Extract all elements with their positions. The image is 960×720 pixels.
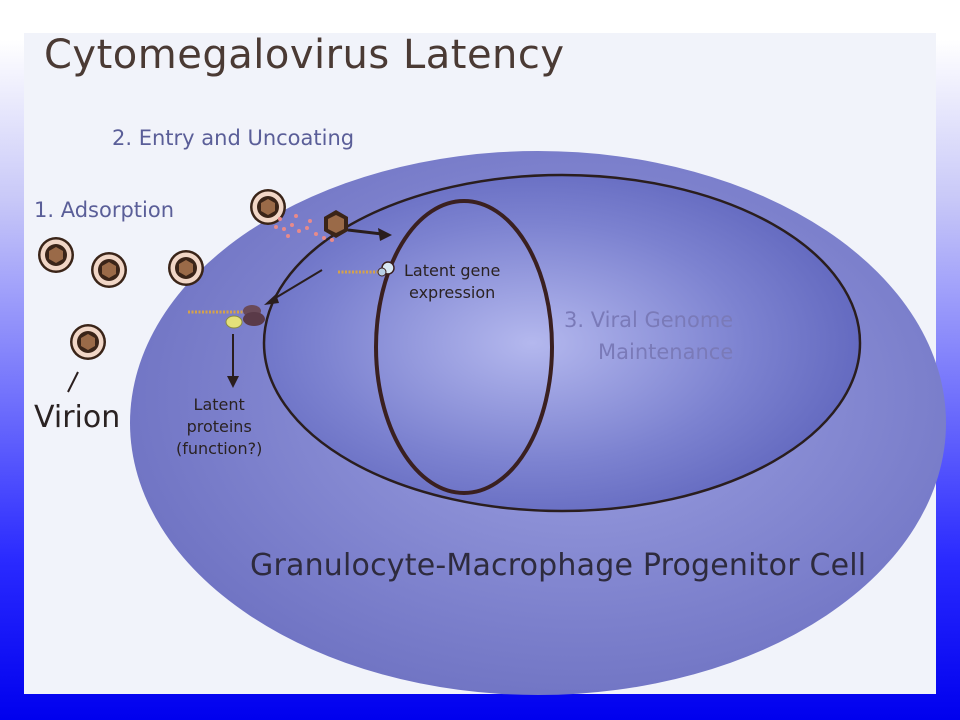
export-arrow (264, 269, 323, 305)
virion-particle (70, 324, 106, 360)
latent-proteins-line3: (function?) (176, 439, 263, 458)
virion-particle (91, 252, 127, 288)
step-genome-maintenance: 3. Viral Genome Maintenance (564, 304, 733, 368)
viral-episome-loop (374, 199, 554, 495)
latent-expression-line1: Latent gene (404, 261, 501, 280)
cell-label: Granulocyte-Macrophage Progenitor Cell (250, 548, 867, 583)
latent-proteins-line1: Latent (193, 395, 245, 414)
virion-label: Virion (34, 400, 121, 435)
step-entry-uncoating: 2. Entry and Uncoating (112, 126, 355, 150)
virion-particle (168, 250, 204, 286)
step-genome-maintenance-line1: 3. Viral Genome (564, 308, 734, 332)
step-genome-maintenance-line2: Maintenance (598, 340, 734, 364)
latent-expression-line2: expression (409, 283, 496, 302)
protein-arrow (227, 334, 239, 388)
virion-particle (38, 237, 74, 273)
entry-arrow (347, 228, 392, 241)
latent-proteins-label: Latent proteins (function?) (176, 394, 262, 460)
viral-dna-strand (338, 261, 395, 277)
nucleus (262, 173, 862, 513)
capsid-entering (324, 210, 348, 238)
uncoating-particles (274, 214, 334, 242)
latent-proteins-line2: proteins (186, 417, 252, 436)
page-title: Cytomegalovirus Latency (44, 32, 565, 78)
translation-complex (188, 305, 265, 329)
latent-expression-label: Latent gene expression (404, 260, 500, 304)
virion-pointer-line (67, 371, 79, 393)
step-adsorption: 1. Adsorption (34, 198, 175, 222)
